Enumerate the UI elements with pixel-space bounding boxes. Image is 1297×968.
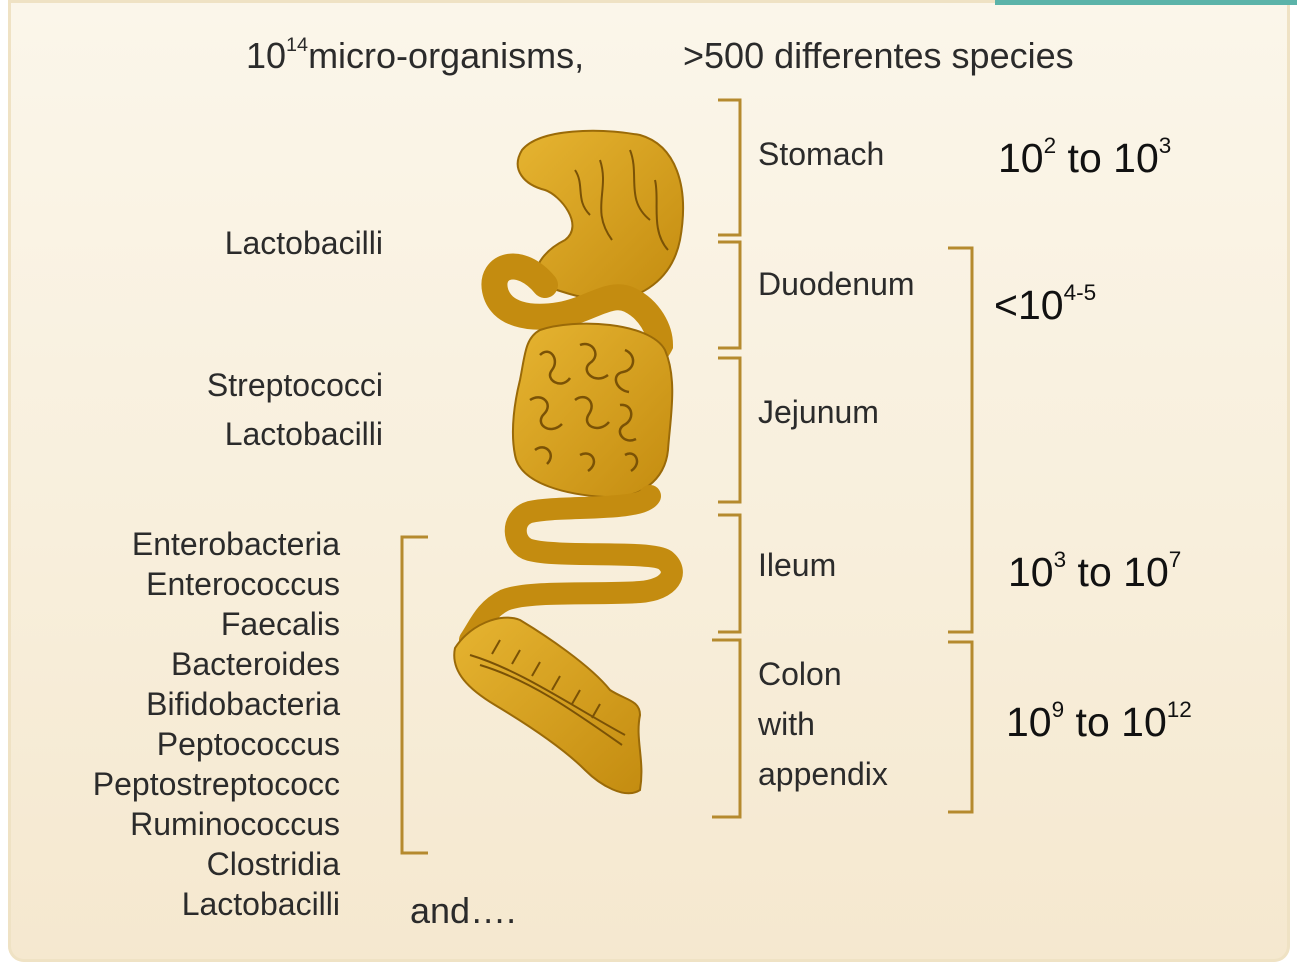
bracket-ileum <box>718 515 740 632</box>
count-colon: 109 to 1012 <box>1006 702 1192 743</box>
count-colon-a: 10 <box>1006 699 1052 745</box>
bracket-colon <box>712 640 740 817</box>
left-label-lactobacilli-colon: Lactobacilli <box>0 888 340 920</box>
count-ileum: 103 to 107 <box>1008 552 1181 593</box>
count-stomach-b: 10 <box>1113 135 1159 181</box>
colon-shape <box>454 618 641 794</box>
count-colon-b-exp: 12 <box>1167 697 1192 722</box>
count-small-intestine: <104-5 <box>994 285 1096 326</box>
count-ileum-a: 10 <box>1008 549 1054 595</box>
count-stomach-mid: to <box>1056 135 1113 181</box>
count-ileum-b: 10 <box>1123 549 1169 595</box>
count-stomach: 102 to 103 <box>998 138 1171 179</box>
left-label-enterococcus: Enterococcus <box>0 568 340 600</box>
bracket-stomach <box>718 100 740 235</box>
organ-label-stomach: Stomach <box>758 138 884 170</box>
count-stomach-b-exp: 3 <box>1159 133 1172 158</box>
count-colon-a-exp: 9 <box>1052 697 1065 722</box>
left-label-lactobacilli-stomach: Lactobacilli <box>0 227 383 259</box>
organ-label-colon-line3: appendix <box>758 758 888 790</box>
left-label-peptostreptococc: Peptostreptococc <box>0 768 340 800</box>
left-label-peptococcus: Peptococcus <box>0 728 340 760</box>
bracket-jejunum <box>718 358 740 502</box>
bracket-left-colon-group <box>402 537 428 853</box>
organ-label-ileum: Ileum <box>758 549 836 581</box>
count-ileum-mid: to <box>1066 549 1123 595</box>
left-label-bacteroides: Bacteroides <box>0 648 340 680</box>
organ-brackets <box>402 100 972 853</box>
left-label-ruminococcus: Ruminococcus <box>0 808 340 840</box>
left-label-bifidobacteria: Bifidobacteria <box>0 688 340 720</box>
count-small-intestine-exp: 4-5 <box>1064 280 1097 305</box>
count-colon-b: 10 <box>1121 699 1167 745</box>
organ-label-colon-line1: Colon <box>758 658 842 690</box>
count-stomach-a-exp: 2 <box>1044 133 1057 158</box>
bracket-colon-count <box>948 642 972 812</box>
left-label-enterobacteria: Enterobacteria <box>0 528 340 560</box>
jejunum-shape <box>513 324 672 498</box>
count-ileum-b-exp: 7 <box>1169 547 1182 572</box>
organ-label-jejunum: Jejunum <box>758 396 879 428</box>
left-label-clostridia: Clostridia <box>0 848 340 880</box>
count-ileum-a-exp: 3 <box>1054 547 1067 572</box>
organ-label-duodenum: Duodenum <box>758 268 915 300</box>
count-stomach-a: 10 <box>998 135 1044 181</box>
organ-label-colon-line2: with <box>758 708 815 740</box>
and-more-label: and…. <box>410 893 516 929</box>
bracket-duodenum <box>718 242 740 348</box>
left-label-faecalis: Faecalis <box>0 608 340 640</box>
left-label-streptococci: Streptococci <box>0 369 383 401</box>
count-colon-mid: to <box>1064 699 1121 745</box>
bracket-small-intestine <box>948 248 972 632</box>
left-label-lactobacilli-jejunum: Lactobacilli <box>0 418 383 450</box>
count-small-intestine-a: <10 <box>994 282 1064 328</box>
